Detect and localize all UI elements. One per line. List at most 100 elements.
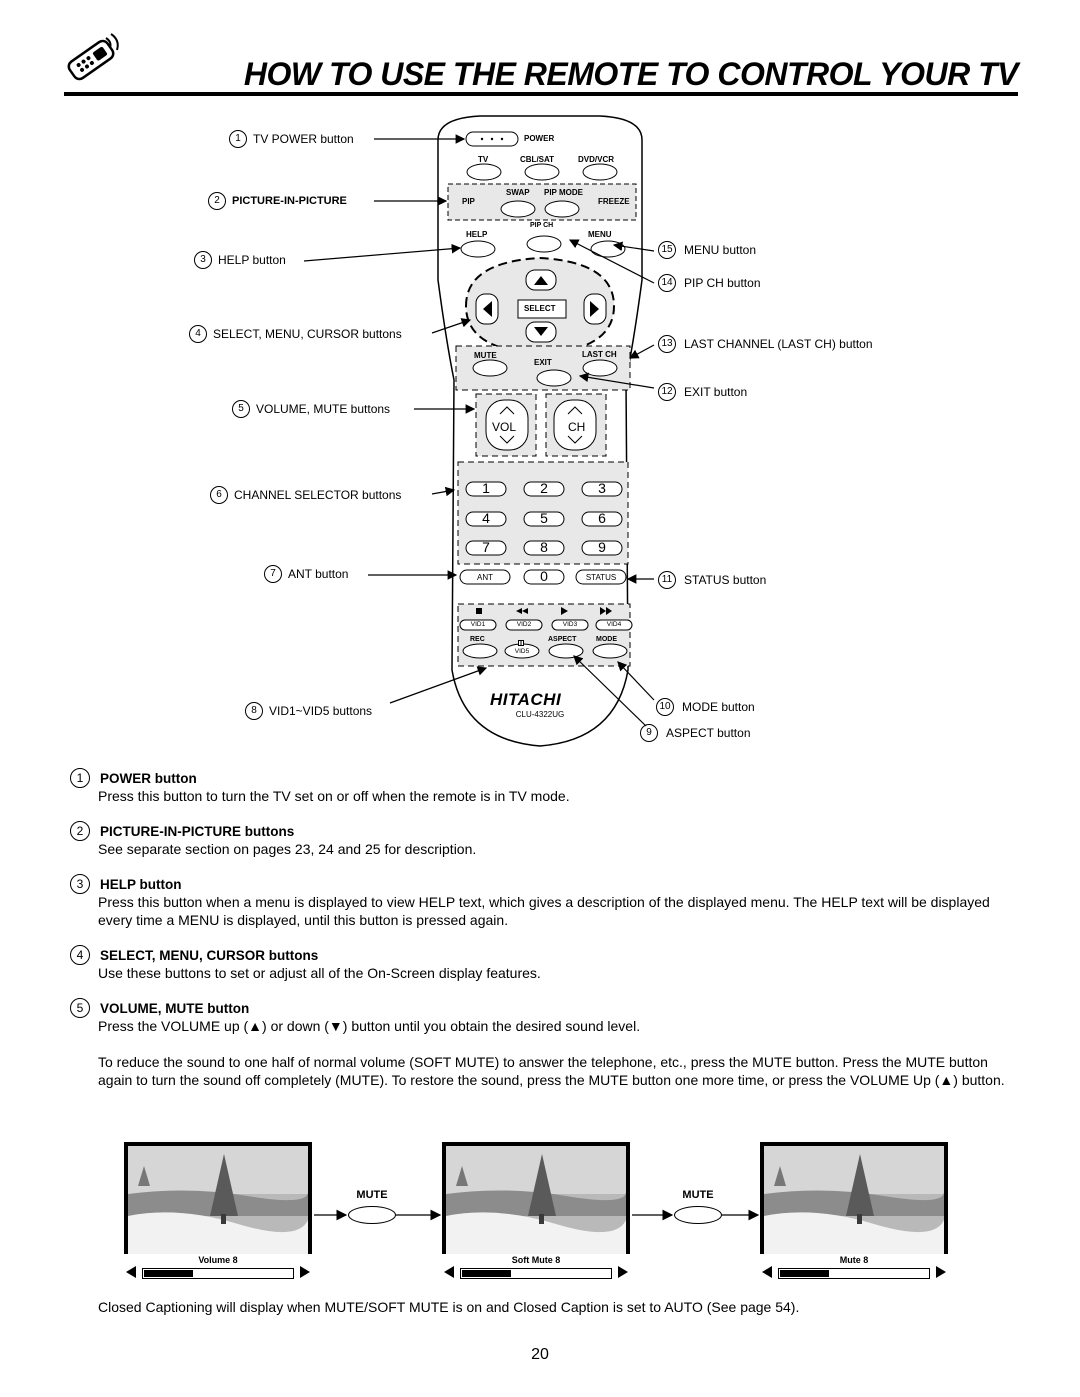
section-3-body: Press this button when a menu is display… <box>98 894 990 928</box>
callout-4-number: 4 <box>189 325 207 343</box>
vid4-label: VID4 <box>606 621 622 628</box>
osd-bar-container: Volume 8 <box>124 1254 312 1282</box>
status-label: STATUS <box>585 573 617 582</box>
digit-2: 2 <box>540 480 548 496</box>
callout-leader-lines <box>303 134 655 727</box>
mute-step-arrows <box>314 1209 760 1221</box>
section-4-number: 4 <box>70 945 90 965</box>
snow-scene-image <box>764 1146 944 1256</box>
freeze-label: FREEZE <box>598 197 630 206</box>
callout-5-text: VOLUME, MUTE buttons <box>256 402 391 416</box>
digit-3: 3 <box>598 480 606 496</box>
callout-11-number: 11 <box>658 571 676 589</box>
ant-label: ANT <box>477 573 493 582</box>
volume-bar <box>778 1268 930 1279</box>
snow-scene-image <box>128 1146 308 1256</box>
page-number: 20 <box>531 1346 549 1363</box>
right-arrow-icon <box>300 1266 310 1278</box>
ch-label: CH <box>568 420 586 434</box>
source-label-dvd-vcr: DVD/VCR <box>578 155 615 164</box>
callout-10-number: 10 <box>656 698 674 716</box>
osd-label: Soft Mute 8 <box>511 1255 561 1265</box>
callout-9-number: 9 <box>640 724 658 742</box>
volume-bar-fill <box>462 1270 511 1277</box>
left-arrow-icon <box>762 1266 772 1278</box>
digit-5: 5 <box>540 510 548 526</box>
title-divider <box>64 92 1018 96</box>
section-1-body: Press this button to turn the TV set on … <box>98 788 570 804</box>
last-ch-label: LAST CH <box>582 350 617 359</box>
section-2-body: See separate section on pages 23, 24 and… <box>98 841 477 857</box>
remote-illustration: POWER TV CBL/SAT DVD/VCR PIP SWAP PIP MO… <box>420 110 660 750</box>
callout-8-text: VID1~VID5 buttons <box>269 704 373 718</box>
right-arrow-icon <box>936 1266 946 1278</box>
vid3-label: VID3 <box>562 621 578 628</box>
section-4-body: Use these buttons to set or adjust all o… <box>98 965 541 981</box>
osd-bar-container: Mute 8 <box>760 1254 948 1282</box>
callout-11-text: STATUS button <box>684 573 767 587</box>
callout-8-number: 8 <box>245 702 263 720</box>
section-1-number: 1 <box>70 768 90 788</box>
callout-7-text: ANT button <box>288 567 349 581</box>
callout-3-text: HELP button <box>218 253 286 267</box>
section-1-heading: 1 POWER button <box>70 768 197 788</box>
callout-6-number: 6 <box>210 486 228 504</box>
section-4-heading: 4 SELECT, MENU, CURSOR buttons <box>70 945 318 965</box>
digit-1: 1 <box>482 480 490 496</box>
callout-1-text: TV POWER button <box>253 132 354 146</box>
page-title: HOW TO USE THE REMOTE TO CONTROL YOUR TV <box>243 56 1019 92</box>
pip-label: PIP <box>462 197 475 206</box>
digit-8: 8 <box>540 539 548 555</box>
mute-step-label-2: MUTE <box>682 1189 714 1201</box>
remote-control-icon <box>67 33 119 81</box>
tv-screen-mute: Mute 8 <box>760 1142 948 1282</box>
callout-5: 5 VOLUME, MUTE buttons <box>232 400 390 418</box>
model-number: CLU-4322UG <box>515 710 565 719</box>
snow-scene-image <box>446 1146 626 1256</box>
digit-7: 7 <box>482 539 490 555</box>
mute-step-label-1: MUTE <box>356 1189 388 1201</box>
digit-6: 6 <box>598 510 606 526</box>
vid2-label: VID2 <box>516 621 532 628</box>
callout-14-number: 14 <box>658 274 676 292</box>
tv-screen-volume: Volume 8 <box>124 1142 312 1282</box>
mute-step-button-1 <box>348 1206 396 1224</box>
volume-bar <box>460 1268 612 1279</box>
callout-6-text: CHANNEL SELECTOR buttons <box>234 488 402 502</box>
osd-label: Volume 8 <box>198 1255 238 1265</box>
rec-label: REC <box>470 636 485 643</box>
callout-2-text: PICTURE-IN-PICTURE <box>232 195 347 207</box>
tv-screen-soft-mute: Soft Mute 8 <box>442 1142 630 1282</box>
swap-label: SWAP <box>506 188 530 197</box>
select-label: SELECT <box>524 304 556 313</box>
remote-body-outline <box>437 115 643 747</box>
section-1-title: POWER button <box>100 770 197 786</box>
callout-13-text: LAST CHANNEL (LAST CH) button <box>684 337 873 351</box>
vol-label: VOL <box>492 420 517 434</box>
aspect-label: ASPECT <box>548 636 577 643</box>
section-2-number: 2 <box>70 821 90 841</box>
pip-ch-label: PIP CH <box>530 222 554 229</box>
brand-logo: HITACHI <box>490 690 562 709</box>
source-label-tv: TV <box>478 155 489 164</box>
section-5-body: Press the VOLUME up (▲) or down (▼) butt… <box>98 1018 641 1034</box>
callout-3-number: 3 <box>194 251 212 269</box>
digit-9: 9 <box>598 539 606 555</box>
power-label: POWER <box>524 134 555 143</box>
section-5-title: VOLUME, MUTE button <box>100 1000 250 1016</box>
volume-bar-fill <box>780 1270 829 1277</box>
callout-15-text: MENU button <box>684 243 757 257</box>
callout-5-number: 5 <box>232 400 250 418</box>
source-label-cbl-sat: CBL/SAT <box>520 155 555 164</box>
callout-3: 3 HELP button <box>194 251 286 269</box>
section-4-title: SELECT, MENU, CURSOR buttons <box>100 947 319 963</box>
